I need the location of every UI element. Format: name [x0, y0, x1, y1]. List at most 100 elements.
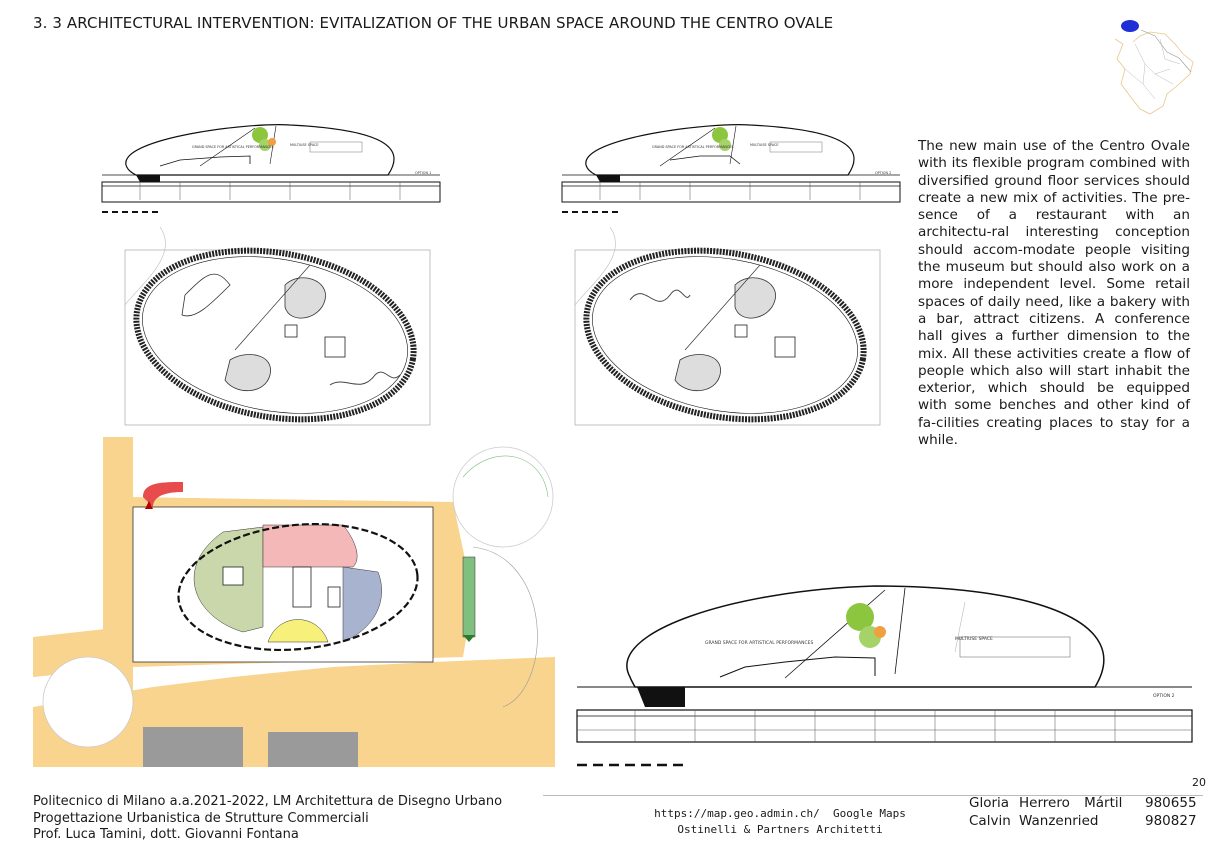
author-first-name: Gloria — [969, 795, 1010, 811]
page-title: 3. 3 ARCHITECTURAL INTERVENTION: EVITALI… — [33, 14, 834, 32]
dome-outline — [125, 124, 395, 176]
stands — [719, 656, 876, 678]
curved-wall — [181, 273, 231, 317]
author-first-name: Calvin — [969, 812, 1011, 829]
light-shaft — [784, 589, 886, 679]
green-island — [224, 354, 271, 392]
page-number: 20 — [1192, 776, 1206, 789]
section-option-2: GRAND SPACE FOR ARTISTICAL PERFORMANCES … — [561, 124, 901, 213]
oval-dome-ring — [177, 522, 419, 652]
stair-core — [324, 336, 346, 358]
building-footprint — [574, 249, 881, 426]
option-label: OPTION 2 — [875, 171, 891, 175]
source-architects: Ostinelli & Partners Architetti — [677, 823, 883, 836]
road-curve — [462, 455, 549, 498]
tree — [846, 603, 874, 631]
parking-lot — [268, 732, 358, 767]
multiuse-block — [769, 141, 823, 153]
basement — [634, 710, 1116, 742]
credit-university: Politecnico di Milano a.a.2021-2022, LM … — [33, 794, 503, 809]
stands — [669, 155, 741, 165]
description-paragraph: The new main use of the Centro Ovale wit… — [918, 138, 1190, 449]
road-curve — [124, 226, 166, 306]
ribbon-path — [629, 289, 691, 302]
space-label: MULTIUSE SPACE — [955, 636, 993, 642]
building-footprint — [124, 249, 431, 426]
author-student-id: 980827 — [1145, 812, 1197, 829]
yellow-zone — [267, 619, 329, 643]
space-label: MULTIUSE SPACE — [750, 143, 779, 147]
footer-divider — [543, 795, 1203, 796]
division-line — [234, 264, 311, 351]
author-row: Calvin Wanzenried 980827 — [969, 812, 1197, 831]
ramp — [637, 687, 685, 707]
author-row: Gloria Herrero Mártil 980655 — [969, 795, 1197, 813]
stair-core — [292, 566, 312, 608]
credit-professors: Prof. Luca Tamini, dott. Giovanni Fontan… — [33, 827, 299, 842]
floor-slab — [101, 181, 441, 203]
pink-zone — [262, 524, 358, 568]
authors: Gloria Herrero Mártil 980655 Calvin Wanz… — [969, 795, 1197, 831]
multiuse-block — [959, 636, 1071, 658]
roundabout — [42, 656, 134, 748]
option-label: OPTION 1 — [415, 171, 431, 175]
site-plan — [33, 437, 555, 767]
floor-slab — [576, 709, 1193, 743]
option-label: OPTION 2 — [1153, 693, 1175, 699]
roundabout — [452, 446, 554, 548]
ramp-arrow — [463, 635, 475, 642]
floor-slab — [561, 181, 901, 203]
oval-dome-ring — [583, 247, 867, 423]
author-student-id: 980655 — [1145, 795, 1197, 811]
location-marker — [1121, 20, 1139, 32]
stair-core — [774, 336, 796, 358]
green-island — [284, 277, 326, 319]
stair-core — [327, 586, 341, 608]
stair-core — [284, 324, 298, 338]
light-shaft — [894, 587, 906, 675]
entrance-canopy — [143, 482, 183, 507]
basement — [139, 182, 401, 200]
stands — [159, 155, 251, 167]
green-ramp — [462, 556, 476, 638]
ramp — [136, 175, 160, 182]
tree — [268, 138, 276, 146]
division-line — [684, 264, 761, 351]
tree — [252, 127, 268, 143]
oval-dome-ring — [133, 247, 417, 423]
light-shaft — [659, 127, 716, 167]
location-map — [1114, 20, 1194, 115]
credit-course: Progettazione Urbanistica de Strutture C… — [33, 810, 369, 826]
boundary-line — [1140, 29, 1192, 73]
road-curve — [472, 546, 538, 708]
course-credits: Politecnico di Milano a.a.2021-2022, LM … — [33, 794, 502, 844]
parking-lot — [143, 727, 243, 767]
light-shaft — [199, 127, 256, 167]
multiuse-block — [309, 141, 363, 153]
tree — [712, 127, 728, 143]
space-label: GRAND SPACE FOR ARTISTICAL PERFORMANCES — [705, 640, 813, 646]
plan-option-1 — [124, 226, 431, 426]
section-option-1: GRAND SPACE FOR ARTISTICAL PERFORMANCES … — [101, 124, 441, 213]
road-curve — [574, 226, 616, 306]
space-label: MULTIUSE SPACE — [290, 143, 319, 147]
ribbon-path — [329, 371, 401, 386]
stair-core — [222, 566, 244, 586]
section-large: GRAND SPACE FOR ARTISTICAL PERFORMANCES … — [576, 585, 1193, 767]
green-island — [674, 354, 721, 392]
basement — [599, 182, 861, 200]
green-island — [734, 277, 776, 319]
dome-outline — [585, 124, 855, 176]
plan-option-2 — [574, 226, 881, 426]
source-links: https://map.geo.admin.ch/ Google Maps — [654, 807, 906, 820]
space-label: GRAND SPACE FOR ARTISTICAL PERFORMANCES — [652, 145, 734, 149]
tree — [719, 139, 731, 151]
ramp — [596, 175, 620, 182]
sources: https://map.geo.admin.ch/ Google Maps Os… — [645, 806, 915, 838]
light-shaft — [729, 125, 737, 165]
entrance-arrow — [145, 501, 153, 509]
stair-core — [734, 324, 748, 338]
author-last-name: Herrero Mártil — [1019, 795, 1123, 811]
tree — [874, 626, 886, 638]
space-label: GRAND SPACE FOR ARTISTICAL PERFORMANCES — [192, 145, 274, 149]
